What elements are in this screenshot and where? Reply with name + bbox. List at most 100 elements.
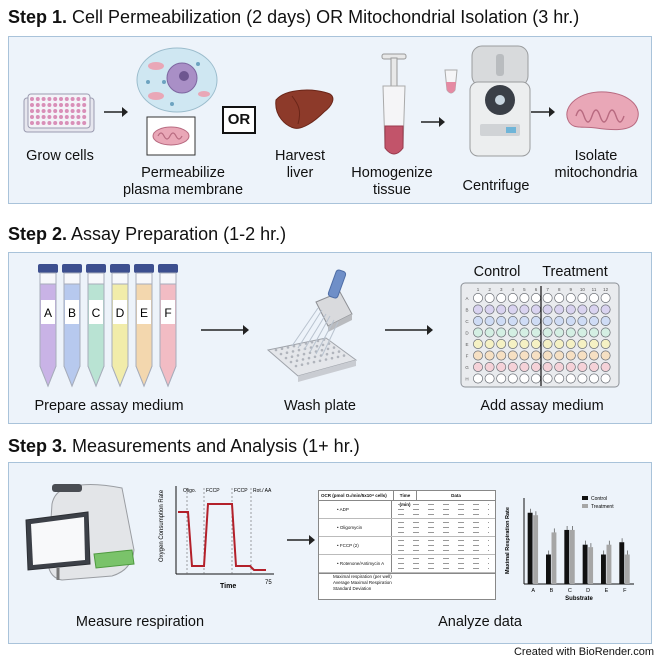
plate-well: [589, 304, 599, 315]
reagent-tube-label: F: [164, 306, 171, 320]
plate-well: [473, 304, 483, 315]
culture-well: [47, 121, 52, 125]
plate-well: [484, 316, 495, 326]
data-table-group-label: • Oligomycin: [337, 525, 363, 530]
culture-well: [82, 109, 87, 113]
step2-heading-text: Assay Preparation (1-2 hr.): [71, 224, 287, 244]
plate-well: [519, 293, 530, 303]
plate-well: [531, 316, 541, 326]
step2-heading: Step 2. Assay Preparation (1-2 hr.): [8, 224, 286, 245]
ocr-trace-ylabel: Oxygen Consumption Rate: [159, 489, 165, 562]
plate-well: [507, 339, 518, 349]
plate-col-label: 12: [603, 287, 609, 292]
ocr-trace-xlabel: Time: [220, 583, 236, 590]
plate-col-label: 2: [488, 287, 491, 292]
step3-heading: Step 3. Measurements and Analysis (1+ hr…: [8, 436, 360, 457]
cell-culture-plate-icon: [23, 93, 95, 133]
culture-well: [76, 109, 81, 113]
plate-well: [473, 373, 483, 384]
culture-well: [53, 97, 58, 101]
culture-well: [70, 115, 75, 119]
plate-well: [554, 373, 565, 384]
step1-heading: Step 1. Cell Permeabilization (2 days) O…: [8, 7, 579, 28]
reagent-tube-c: C: [86, 264, 106, 388]
treatment-label: Treatment: [542, 264, 608, 280]
plate-well: [589, 293, 599, 303]
plate-well: [496, 362, 507, 372]
plate-well: [600, 350, 611, 361]
culture-well: [35, 97, 40, 101]
culture-well: [59, 97, 63, 101]
culture-well: [64, 115, 69, 119]
culture-well: [82, 115, 87, 119]
reagent-tube-b: B: [62, 264, 82, 388]
bar-chart-category-label: B: [550, 588, 554, 594]
plate-row-label: B: [465, 308, 468, 313]
plate-row-label: D: [465, 331, 469, 336]
culture-well: [30, 115, 34, 119]
culture-well: [64, 121, 69, 125]
bar-control-c: [564, 529, 570, 584]
plate-col-label: 4: [512, 287, 515, 292]
plate-well: [554, 339, 565, 349]
plate-well: [473, 293, 483, 303]
plate-col-label: 9: [570, 287, 573, 292]
bar-treatment-c: [569, 529, 575, 584]
reagent-tube-label: D: [116, 306, 125, 320]
plate-well: [600, 327, 611, 338]
reagent-tube-label: B: [68, 306, 76, 320]
plate-well: [589, 362, 599, 372]
culture-well: [47, 115, 52, 119]
plate-well: [600, 373, 611, 384]
centrifuge-icon: [469, 45, 531, 157]
plate-well: [565, 316, 576, 326]
data-table-body: • ADP• Oligomycin• FCCP (2)• Rotenone/An…: [319, 501, 495, 573]
data-table-group-label: • FCCP (2): [337, 543, 359, 548]
plate-well: [554, 327, 565, 338]
bar-treatment-f: [624, 554, 630, 584]
plate-well: [565, 350, 576, 361]
multichannel-pipette-icon: [266, 269, 358, 382]
bar-chart-category-label: D: [586, 588, 590, 594]
injection-oligo-label: Oligo.: [183, 488, 196, 494]
plate-row-label: F: [466, 354, 469, 359]
culture-well: [41, 103, 46, 107]
biorender-credit: Created with BioRender.com: [513, 646, 654, 658]
bar-control-e: [601, 554, 606, 584]
culture-well: [76, 115, 81, 119]
culture-well: [59, 103, 63, 107]
permeabilize-label: Permeabilize plasma membrane: [118, 165, 248, 199]
legend-swatch: [582, 496, 588, 500]
culture-well: [70, 121, 75, 125]
plate-well: [507, 293, 518, 303]
permeabilize-label-line1: Permeabilize: [141, 165, 225, 181]
plate-well: [577, 304, 588, 315]
culture-well: [59, 109, 63, 113]
step3-heading-number: Step 3.: [8, 436, 68, 456]
ocr-trace-x-end: 75: [265, 580, 272, 586]
culture-well: [35, 115, 40, 119]
harvest-liver-label: Harvest liver: [268, 148, 332, 182]
data-table-group: • ADP: [319, 501, 495, 519]
plate-well: [554, 304, 565, 315]
sample-tube-icon: [444, 69, 458, 94]
plate-well: [565, 304, 576, 315]
plate-well: [589, 316, 599, 326]
bar-chart-category-label: F: [623, 588, 627, 594]
bar-treatment-e: [606, 544, 612, 584]
plate-well: [577, 339, 588, 349]
plate-well: [554, 350, 565, 361]
plate-well: [600, 293, 611, 303]
homogenize-label: Homogenize tissue: [344, 165, 440, 199]
data-table-header-2: Time (min): [393, 491, 416, 507]
culture-well: [70, 97, 75, 101]
culture-well: [64, 103, 69, 107]
injection-fccp1-label: FCCP: [206, 488, 220, 494]
plate-well: [484, 327, 495, 338]
culture-well: [76, 103, 81, 107]
culture-well: [41, 121, 46, 125]
plate-well: [565, 373, 576, 384]
homogenizer-icon: [381, 53, 407, 155]
bar-chart-category-label: C: [568, 588, 572, 594]
